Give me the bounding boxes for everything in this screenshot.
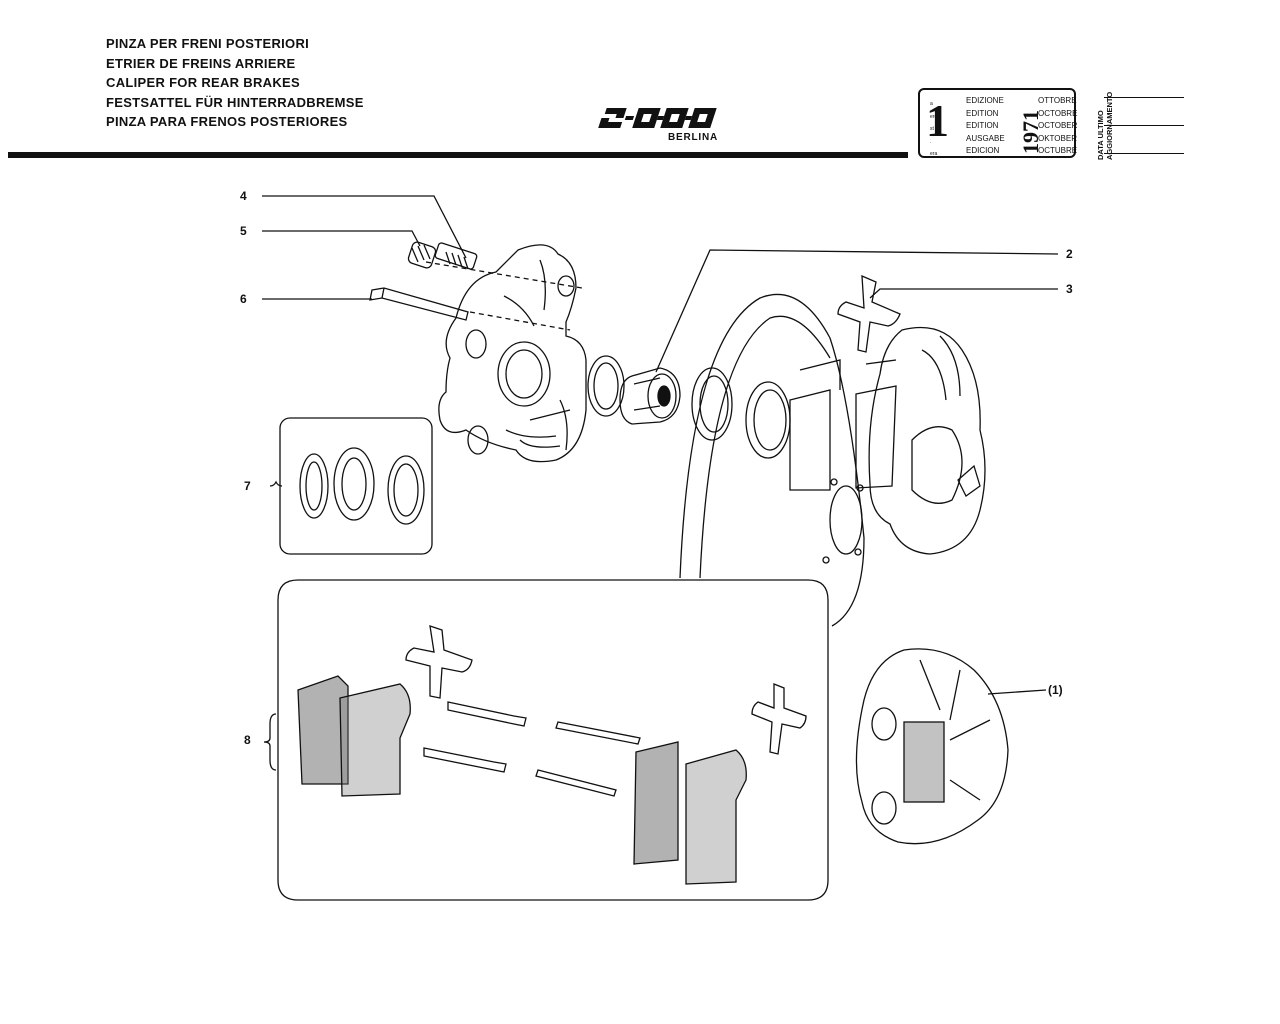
edition-month: OCTOBRE (1038, 108, 1078, 118)
title-french: ETRIER DE FREINS ARRIERE (106, 55, 296, 71)
edition-month: OCTOBER (1038, 121, 1078, 131)
title-block: PINZA PER FRENI POSTERIORI ETRIER DE FRE… (106, 34, 364, 132)
brake-pad-icon (789, 359, 897, 491)
callout-8: 8 (244, 733, 251, 747)
edition-labels: EDIZIONE EDITION EDITION AUSGABE EDICION (966, 95, 1005, 158)
pad-spring-icon (837, 274, 901, 353)
callout-5: 5 (240, 224, 247, 238)
ordinal: era (930, 151, 938, 158)
edition-label: EDICION (966, 146, 1000, 156)
bleeder-screw-icon (407, 241, 478, 270)
edition-box: 1 a ere st . era EDIZIONE EDITION EDITIO… (918, 88, 1077, 161)
model-logo-icon (598, 108, 717, 128)
edition-ordinals: a ere st . era (930, 98, 937, 161)
piston-seal-icon (587, 355, 625, 417)
edition-label: EDIZIONE (966, 96, 1004, 105)
update-line (1104, 125, 1184, 126)
edition-month: OKTOBER (1038, 133, 1077, 143)
piston-icon (619, 367, 681, 425)
header-rule (8, 152, 908, 158)
edition-months: OTTOBRE OCTOBRE OCTOBER OKTOBER OCTUBRE (1038, 95, 1077, 158)
leader-lines (262, 195, 1059, 695)
callout-3: 3 (1066, 282, 1073, 296)
caliper-half-icon (438, 244, 587, 463)
ordinal: a (930, 101, 933, 107)
ordinal: st (930, 126, 934, 133)
seal-kit-box (269, 417, 433, 555)
edition-label: EDITION (966, 108, 999, 118)
ordinal: . (930, 138, 932, 145)
edition-label: EDITION (966, 121, 999, 131)
callout-7: 7 (244, 479, 251, 493)
bracket-icon (263, 713, 277, 771)
edition-month: OCTUBRE (1038, 146, 1078, 156)
edition-number: 1 (926, 95, 949, 146)
update-line (1104, 97, 1184, 98)
ordinal: ere (930, 113, 938, 120)
callout-4: 4 (240, 189, 247, 203)
caliper-half-icon (868, 326, 986, 555)
edition-label: AUSGABE (966, 133, 1005, 143)
pad-retaining-pin-icon (369, 287, 469, 321)
model-name: BERLINA (668, 132, 719, 143)
update-line (1104, 153, 1184, 154)
edition-month: OTTOBRE (1038, 96, 1077, 105)
title-german: FESTSATTEL FÜR HINTERRADBREMSE (106, 94, 364, 110)
brake-disc-icon (679, 293, 865, 627)
assembled-caliper-icon (855, 648, 1009, 845)
title-english: CALIPER FOR REAR BRAKES (106, 75, 300, 90)
callout-1: (1) (1048, 683, 1063, 697)
callout-2: 2 (1066, 247, 1073, 261)
callout-6: 6 (240, 292, 247, 306)
title-spanish: PINZA PARA FRENOS POSTERIORES (106, 114, 348, 129)
pad-kit-box (277, 579, 829, 901)
title-italian: PINZA PER FRENI POSTERIORI (106, 36, 310, 51)
